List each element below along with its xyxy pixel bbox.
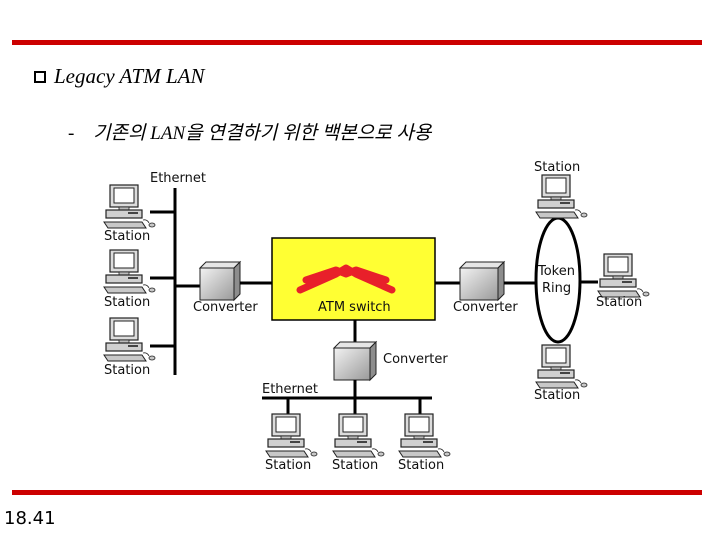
- station-ring-top: [536, 175, 587, 218]
- station-bottom-2-label: Station: [332, 458, 378, 473]
- atm-switch-label: ATM switch: [318, 300, 391, 315]
- station-left-3-label: Station: [104, 363, 150, 378]
- station-ring-bottom-label: Station: [534, 388, 580, 403]
- station-left-2-label: Station: [104, 295, 150, 310]
- converter-left-label: Converter: [193, 300, 258, 315]
- ethernet-left-label: Ethernet: [150, 171, 206, 186]
- station-bottom-2: [333, 414, 384, 457]
- station-left-2: [104, 250, 155, 293]
- token-ring-label-1: Token: [537, 264, 575, 279]
- converter-right: [460, 262, 504, 300]
- converter-bottom-label: Converter: [383, 352, 448, 367]
- token-ring: [536, 218, 580, 342]
- converter-bottom: [334, 342, 376, 380]
- station-left-1-label: Station: [104, 229, 150, 244]
- station-left-1: [104, 185, 155, 228]
- station-ring-right: [598, 254, 649, 297]
- converter-right-label: Converter: [453, 300, 518, 315]
- station-ring-top-label: Station: [534, 160, 580, 175]
- converter-left: [200, 262, 240, 300]
- station-bottom-1-label: Station: [265, 458, 311, 473]
- ethernet-bottom-label: Ethernet: [262, 382, 318, 397]
- station-left-3: [104, 318, 155, 361]
- station-bottom-3: [399, 414, 450, 457]
- token-ring-label-2: Ring: [542, 281, 571, 296]
- station-ring-bottom: [536, 345, 587, 388]
- station-bottom-3-label: Station: [398, 458, 444, 473]
- station-bottom-1: [266, 414, 317, 457]
- station-ring-right-label: Station: [596, 295, 642, 310]
